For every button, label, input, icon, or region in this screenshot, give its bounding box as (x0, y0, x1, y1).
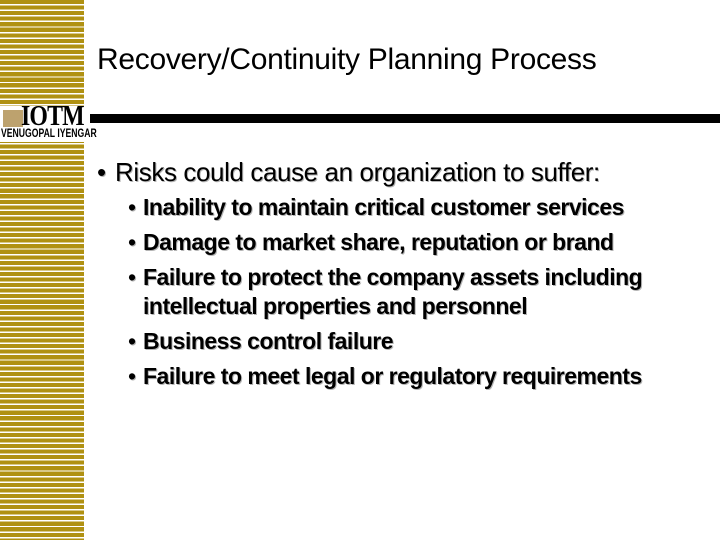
logo-square-icon (3, 110, 23, 127)
bullet-icon: • (128, 363, 136, 389)
logo-brand: IOTM (21, 101, 85, 132)
bullet-list: • Risks could cause an organization to s… (90, 156, 720, 397)
list-item: • Failure to meet legal or regulatory req… (90, 362, 720, 391)
bullet-text: Damage to market share, reputation or br… (143, 229, 614, 255)
lead-bullet-text: Risks could cause an organization to suf… (115, 157, 600, 187)
bullet-text: Business control failure (143, 328, 394, 354)
left-stripe-band (0, 0, 84, 540)
bullet-icon: • (97, 157, 106, 187)
bullet-text: Failure to meet legal or regulatory requ… (143, 363, 642, 389)
bullet-icon: • (128, 264, 136, 290)
logo-tagline: VENUGOPAL IYENGAR (1, 126, 97, 140)
list-item: • Damage to market share, reputation or b… (90, 228, 720, 257)
list-item: • Inability to maintain critical customer… (90, 193, 720, 222)
list-item: • Business control failure (90, 327, 720, 356)
list-item: • Failure to protect the company assets i… (90, 263, 720, 321)
list-item-lead: • Risks could cause an organization to s… (90, 156, 720, 189)
bullet-icon: • (128, 229, 136, 255)
bullet-text: Failure to protect the company assets in… (143, 264, 643, 319)
logo: IOTM VENUGOPAL IYENGAR (0, 102, 97, 142)
bullet-text: Inability to maintain critical customer … (143, 194, 624, 220)
title-divider-bar (90, 114, 720, 123)
bullet-icon: • (128, 328, 136, 354)
page-title: Recovery/Continuity Planning Process (97, 43, 597, 76)
bullet-icon: • (128, 194, 136, 220)
